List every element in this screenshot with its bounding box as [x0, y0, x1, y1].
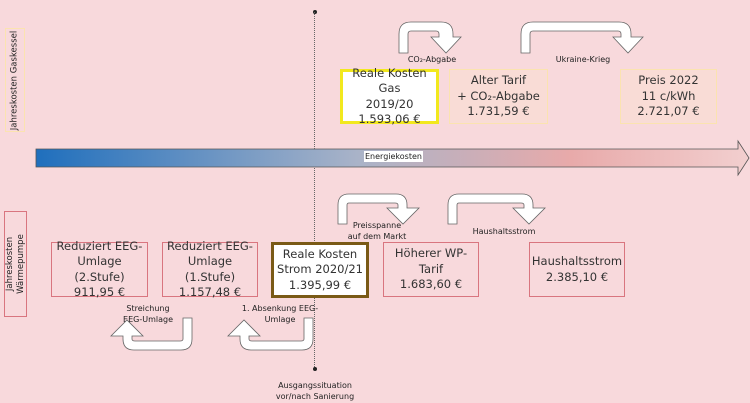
energy-cost-label: Energiekosten [364, 151, 423, 162]
transition-label-eeg-removal: Streichung EEG-Umlage [118, 303, 178, 325]
gas-box-old-tariff-title: Alter Tarif [470, 73, 527, 88]
wp-box-higher-tariff-value: 1.683,60 € [399, 277, 463, 292]
gas-box-price-2022-rate: 11 c/kWh [641, 88, 696, 103]
wp-box-eeg-stage2: Reduziert EEG- Umlage (2.Stufe) 911,95 € [51, 238, 148, 299]
transition-label-eeg-reduction: 1. Absenkung EEG- Umlage [238, 303, 322, 325]
baseline-bottom-dot [313, 367, 317, 371]
wp-box-eeg-stage1-line1: Reduziert EEG- [167, 238, 253, 253]
transition-label-eeg-removal-line2: EEG-Umlage [123, 315, 173, 324]
gas-box-old-tariff-subtitle: + CO₂-Abgabe [457, 88, 540, 103]
transition-label-market-range-line1: Preisspanne [352, 221, 402, 230]
row-label-heatpump-line2: Wärmepumpe [15, 234, 26, 294]
row-label-heatpump-text: Jahreskosten Wärmepumpe [5, 234, 27, 294]
gas-box-price-2022: Preis 2022 11 c/kWh 2.721,07 € [620, 69, 717, 124]
wp-box-eeg-stage1: Reduziert EEG- Umlage (1.Stufe) 1.157,48… [162, 238, 258, 299]
wp-box-real-cost-value: 1.395,99 € [288, 277, 352, 292]
transition-label-eeg-reduction-line1: 1. Absenkung EEG- [241, 304, 319, 313]
wp-box-real-cost-period: Strom 2020/21 [277, 262, 363, 277]
baseline-label: Ausgangssituation vor/nach Sanierung [270, 380, 360, 402]
row-label-gas: Jahreskosten Gaskessel [5, 28, 25, 132]
curved-arrow-co2 [398, 21, 462, 54]
gas-box-real-cost-title: Reale Kosten Gas [352, 65, 427, 96]
row-label-heatpump: Jahreskosten Wärmepumpe [4, 211, 27, 317]
gas-box-real-cost: Reale Kosten Gas 2019/20 1.593,06 € [340, 65, 439, 126]
wp-box-real-cost-title: Reale Kosten [282, 246, 358, 261]
row-label-gas-text: Jahreskosten Gaskessel [9, 30, 20, 130]
wp-box-higher-tariff: Höherer WP- Tarif 1.683,60 € [383, 242, 479, 297]
wp-box-household: Haushaltsstrom 2.385,10 € [529, 242, 625, 297]
row-label-heatpump-line1: Jahreskosten [4, 236, 15, 292]
baseline-top-dot [313, 10, 317, 14]
wp-box-eeg-stage2-line2: Umlage (2.Stufe) [74, 254, 125, 284]
gas-box-price-2022-value: 2.721,07 € [637, 104, 700, 119]
curved-arrow-ukraine [520, 21, 644, 54]
transition-label-household: Haushaltsstrom [472, 227, 536, 236]
transition-label-eeg-reduction-line2: Umlage [264, 315, 296, 324]
wp-box-household-value: 2.385,10 € [545, 269, 609, 284]
wp-box-higher-tariff-line2: Tarif [418, 261, 444, 276]
wp-box-higher-tariff-line1: Höherer WP- [394, 246, 468, 261]
curved-arrow-eeg-removal [110, 317, 193, 351]
wp-box-eeg-stage1-value: 1.157,48 € [178, 285, 242, 299]
wp-box-eeg-stage2-line1: Reduziert EEG- [56, 238, 143, 253]
gas-box-old-tariff: Alter Tarif + CO₂-Abgabe 1.731,59 € [449, 69, 548, 124]
transition-label-eeg-removal-line1: Streichung [126, 304, 170, 313]
transition-label-market-range: Preisspanne auf dem Markt [345, 220, 409, 242]
gas-box-real-cost-value: 1.593,06 € [358, 112, 421, 126]
curved-arrow-market-range [337, 193, 420, 225]
gas-box-price-2022-title: Preis 2022 [638, 73, 699, 88]
baseline-label-line2: vor/nach Sanierung [275, 392, 355, 401]
wp-box-real-cost: Reale Kosten Strom 2020/21 1.395,99 € [271, 242, 369, 298]
wp-box-household-title: Haushaltsstrom [531, 254, 623, 268]
gas-box-old-tariff-value: 1.731,59 € [467, 104, 530, 119]
wp-box-eeg-stage1-line2: Umlage (1.Stufe) [184, 254, 236, 284]
curved-arrow-household [447, 193, 546, 225]
transition-label-ukraine: Ukraine-Krieg [555, 55, 611, 64]
transition-label-co2: CO₂-Abgabe [407, 55, 457, 64]
wp-box-eeg-stage2-value: 911,95 € [73, 285, 126, 299]
baseline-dotted-line [314, 12, 315, 369]
baseline-label-line1: Ausgangssituation [278, 381, 352, 390]
transition-label-market-range-line2: auf dem Markt [347, 232, 407, 241]
curved-arrow-eeg-reduction [227, 317, 314, 351]
gas-box-real-cost-period: 2019/20 [365, 96, 414, 111]
